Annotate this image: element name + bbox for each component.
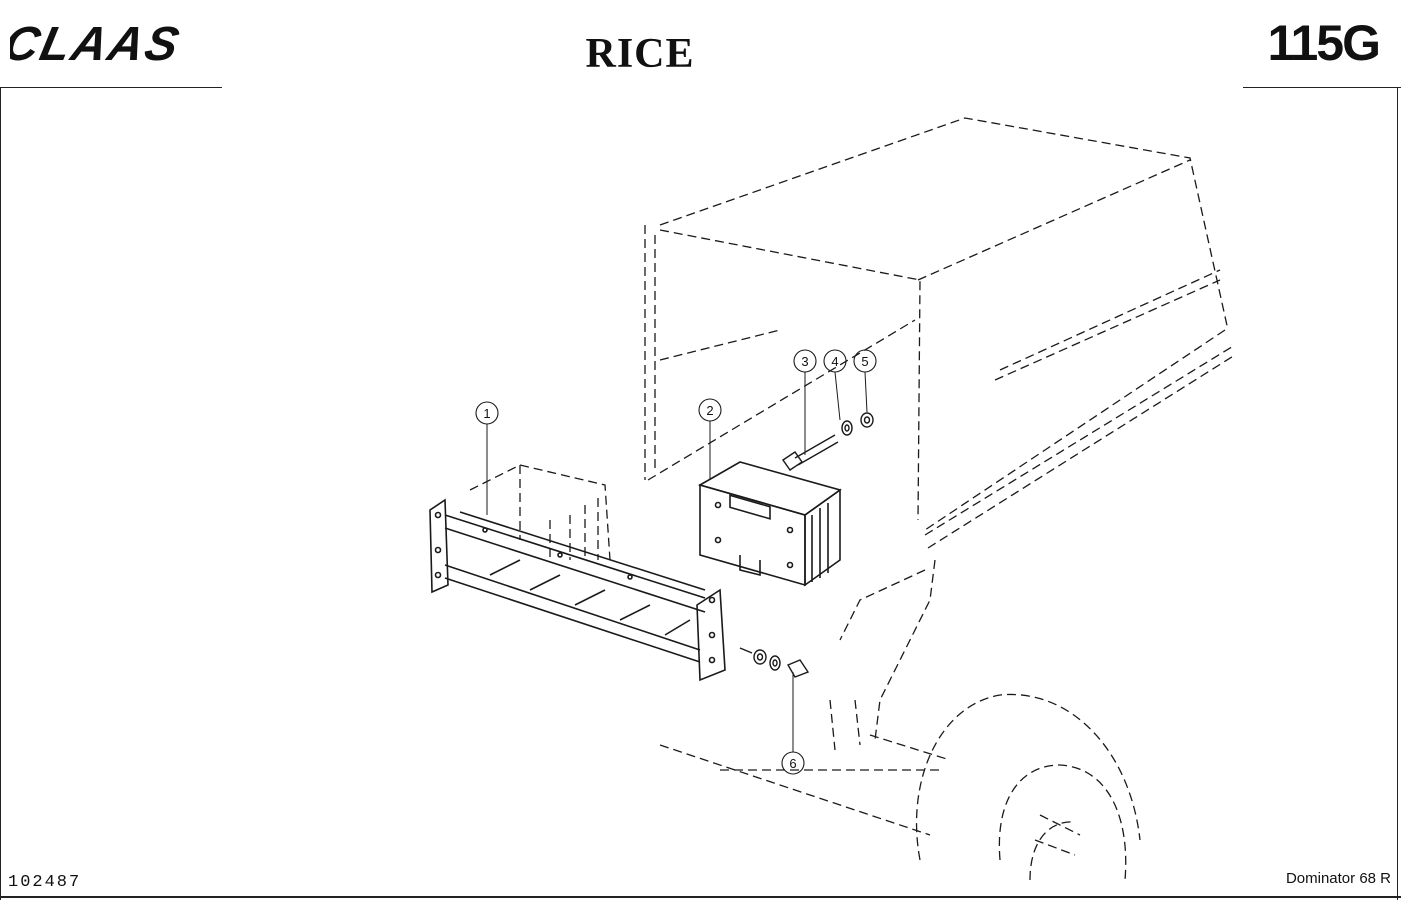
callout-circle-6: [781, 751, 805, 775]
front-frame-part: [429, 498, 726, 682]
brand-logo-text: CLAAS: [10, 18, 185, 68]
callout-label-5: 5: [861, 354, 868, 369]
page-title: RICE: [585, 31, 695, 77]
frame-left-border: [0, 88, 1, 900]
lower-fasteners: [739, 647, 810, 678]
frame-bottom-border: [0, 896, 1401, 898]
callout-circles: [475, 349, 877, 775]
callout-circle-5: [853, 349, 877, 373]
callout-label-3: 3: [801, 354, 808, 369]
header-rule-right: [1243, 87, 1401, 88]
callout-circle-3: [793, 349, 817, 373]
callout-label-6: 6: [789, 756, 796, 771]
claas-logo: CLAAS: [10, 18, 185, 68]
counterweight-part: [697, 461, 842, 587]
header-rule-left: [0, 87, 222, 88]
callout-label-1: 1: [483, 406, 490, 421]
callout-label-4: 4: [831, 354, 838, 369]
callout-label-2: 2: [706, 403, 713, 418]
callout-leaders: [486, 371, 868, 752]
model-label: Dominator 68 R: [1285, 870, 1391, 887]
upper-fasteners: [782, 412, 874, 471]
machine-outline: [469, 117, 1236, 881]
frame-right-border: [1397, 88, 1398, 900]
page-code: 115G: [1267, 15, 1381, 71]
drawing-number: 102487: [8, 873, 82, 892]
callout-circle-2: [698, 398, 722, 422]
callout-circle-1: [475, 401, 499, 425]
callout-circle-4: [823, 349, 847, 373]
